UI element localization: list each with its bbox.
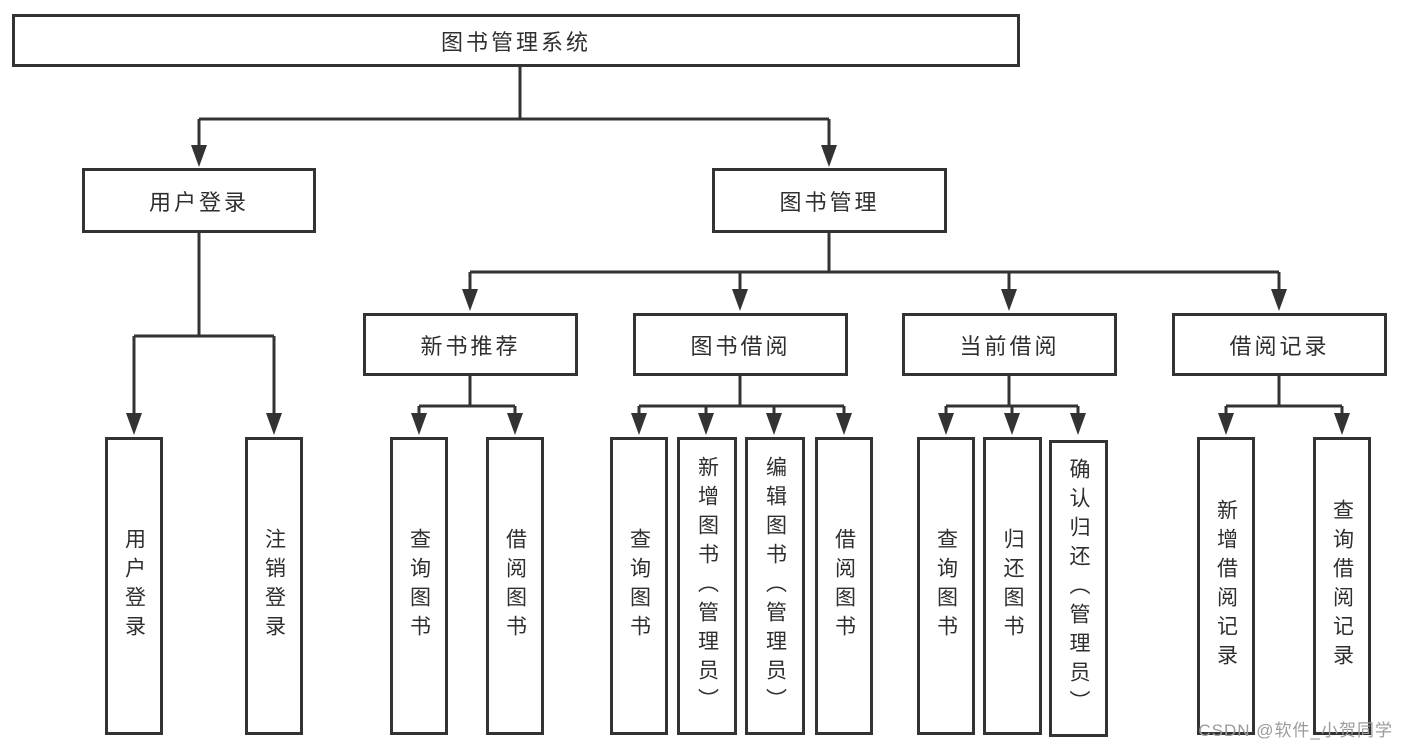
leaf-return-book-label: 归还图书 — [1001, 528, 1024, 644]
watermark: CSDN @软件_小贺同学 — [1198, 721, 1393, 740]
connector-user-login-to-leaves — [126, 233, 282, 435]
node-user-login-label: 用户登录 — [148, 189, 249, 215]
leaf-add-borrow-record-label: 新增借阅记录 — [1214, 499, 1238, 673]
leaf-edit-book-admin: 编辑图书（管理员） — [745, 437, 805, 735]
node-borrow-records-label: 借阅记录 — [1229, 333, 1330, 359]
node-root: 图书管理系统 — [12, 14, 1020, 67]
leaf-confirm-return-admin: 确认归还（管理员） — [1049, 440, 1108, 737]
node-book-management-label: 图书管理 — [779, 189, 880, 215]
leaf-add-book-admin-label: 新增图书（管理员） — [695, 455, 719, 717]
node-current-borrow: 当前借阅 — [902, 313, 1117, 376]
leaf-user-login-label: 用户登录 — [122, 528, 146, 644]
leaf-query-books-recommend-label: 查询图书 — [407, 528, 431, 644]
leaf-return-book: 归还图书 — [983, 437, 1042, 735]
leaf-add-book-admin: 新增图书（管理员） — [677, 437, 737, 735]
node-book-borrow-label: 图书借阅 — [690, 333, 791, 359]
leaf-borrow-books-recommend-label: 借阅图书 — [503, 528, 527, 644]
leaf-query-books-borrow-label: 查询图书 — [627, 528, 651, 644]
leaf-confirm-return-admin-label: 确认归还（管理员） — [1067, 458, 1090, 719]
node-new-book-recommend: 新书推荐 — [363, 313, 578, 376]
leaf-query-borrow-record-label: 查询借阅记录 — [1330, 499, 1354, 673]
leaf-borrow-books-recommend: 借阅图书 — [486, 437, 544, 735]
connector-new-book-to-leaves — [411, 376, 523, 435]
node-book-borrow: 图书借阅 — [633, 313, 848, 376]
connector-book-borrow-to-leaves — [631, 376, 852, 435]
leaf-user-login: 用户登录 — [105, 437, 163, 735]
node-book-management: 图书管理 — [712, 168, 947, 233]
node-user-login: 用户登录 — [82, 168, 316, 233]
leaf-logout-label: 注销登录 — [262, 528, 286, 644]
leaf-query-books-borrow: 查询图书 — [610, 437, 668, 735]
leaf-borrow-books-2: 借阅图书 — [815, 437, 873, 735]
connector-borrow-records-to-leaves — [1218, 376, 1350, 435]
connector-root-to-level2 — [191, 67, 837, 167]
connector-book-management-to-level3 — [462, 233, 1287, 311]
node-current-borrow-label: 当前借阅 — [959, 333, 1060, 359]
leaf-query-books-recommend: 查询图书 — [390, 437, 448, 735]
node-borrow-records: 借阅记录 — [1172, 313, 1387, 376]
node-root-label: 图书管理系统 — [440, 29, 591, 55]
leaf-add-borrow-record: 新增借阅记录 — [1197, 437, 1255, 735]
connector-current-borrow-to-leaves — [938, 376, 1086, 435]
leaf-query-borrow-record: 查询借阅记录 — [1313, 437, 1371, 735]
leaf-query-books-current-label: 查询图书 — [934, 528, 958, 644]
leaf-edit-book-admin-label: 编辑图书（管理员） — [763, 455, 787, 717]
leaf-query-books-current: 查询图书 — [917, 437, 975, 735]
leaf-logout: 注销登录 — [245, 437, 303, 735]
leaf-borrow-books-2-label: 借阅图书 — [832, 528, 856, 644]
node-new-book-recommend-label: 新书推荐 — [420, 333, 521, 359]
